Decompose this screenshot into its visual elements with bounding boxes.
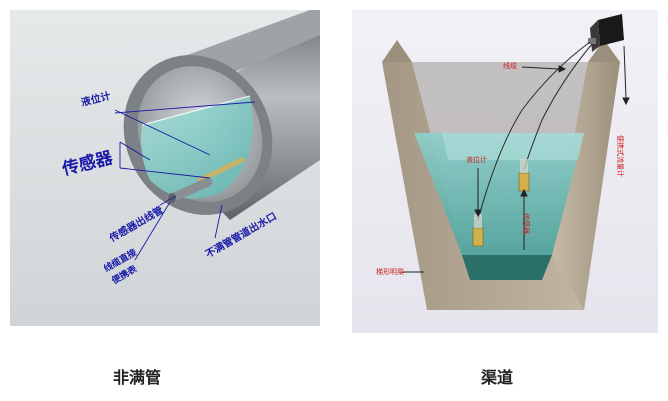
portable-meter	[588, 14, 624, 52]
pipe-diagram: 液位计 传感器 传感器出线管 线缆直接 便携表 不满管管道出水口	[10, 10, 320, 326]
portable-meter-label: 便携式流量计	[616, 135, 625, 177]
pipe-caption: 非满管	[112, 368, 161, 387]
level-gauge-device	[472, 227, 484, 247]
sensor-outlet-pipe	[167, 177, 213, 203]
sensor-label: 传感器	[522, 213, 531, 234]
channel-label: 梯形明渠	[376, 267, 404, 276]
level-gauge-label: 液位计	[466, 155, 487, 164]
channel-diagram: 线缆 便携式流量计 液位计 传感器 梯形明渠	[352, 10, 658, 333]
channel-diagram-svg: 线缆 便携式流量计 液位计 传感器 梯形明渠	[352, 10, 658, 333]
channel-caption: 渠道	[480, 368, 513, 387]
cable-line-1	[477, 41, 591, 221]
channel-water	[414, 133, 584, 255]
pipe-sensor	[197, 157, 245, 183]
pipe-diagram-svg: 液位计 传感器 传感器出线管 线缆直接 便携表 不满管管道出水口	[10, 10, 320, 326]
cable-line-2	[523, 43, 593, 171]
sensor-device	[518, 172, 530, 192]
cable-label: 线缆	[503, 61, 517, 70]
